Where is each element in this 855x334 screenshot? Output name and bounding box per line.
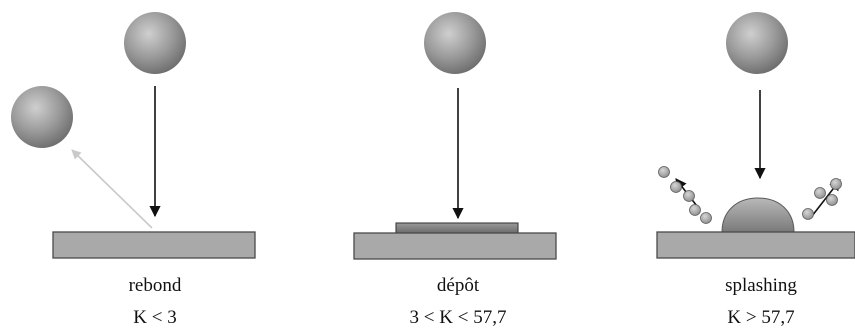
panel-splashing (656, 12, 855, 259)
panel-rebond (11, 12, 256, 259)
substrate (52, 231, 256, 259)
incoming-droplet (124, 12, 186, 74)
fragment (658, 166, 670, 178)
panel-depot (353, 12, 557, 260)
fragment (700, 212, 712, 224)
label-depot-name: dépôt (436, 275, 480, 296)
fragment (814, 187, 826, 199)
rebound-arrow (71, 149, 153, 229)
fragment (826, 194, 838, 206)
fragment (830, 178, 842, 190)
fragment (670, 181, 682, 193)
splat-dome (721, 197, 795, 233)
label-rebond-condition: K < 3 (133, 307, 177, 328)
rebounded-droplet (11, 86, 73, 148)
label-splashing-condition: K > 57,7 (727, 307, 795, 328)
incoming-droplet (726, 12, 788, 74)
fragment (689, 204, 701, 216)
label-depot-condition: 3 < K < 57,7 (409, 307, 507, 328)
substrate (353, 232, 557, 260)
fragment (802, 208, 814, 220)
deposited-film (395, 222, 519, 234)
label-splashing-name: splashing (725, 275, 797, 296)
fragment (683, 190, 695, 202)
label-rebond-name: rebond (128, 275, 182, 296)
substrate (656, 231, 855, 259)
incoming-droplet (424, 12, 486, 74)
